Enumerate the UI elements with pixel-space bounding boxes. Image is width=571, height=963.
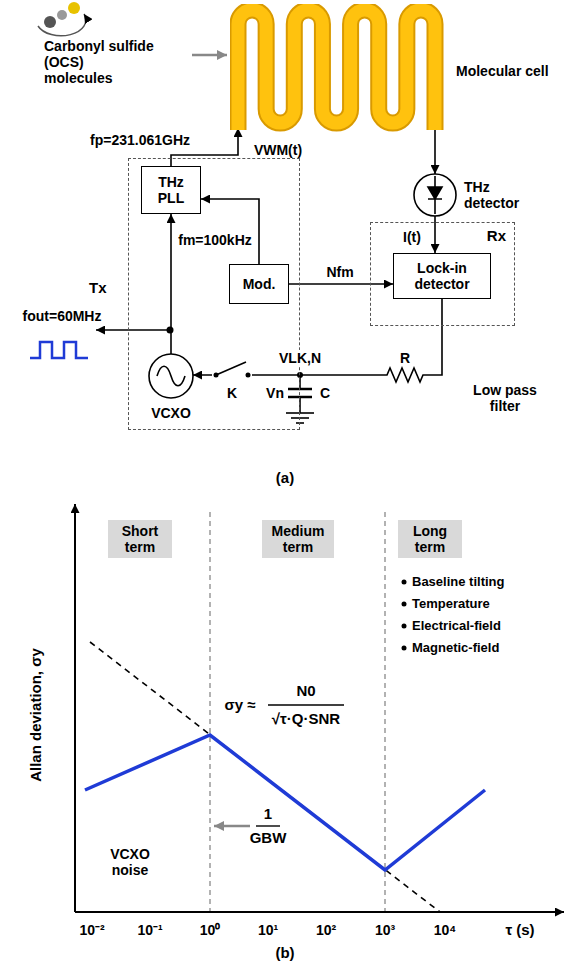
bullet-item: Magnetic-field <box>412 641 499 656</box>
thz-detector: THz detector <box>412 172 537 218</box>
resistor-gap <box>383 367 427 383</box>
tx-block: TxTHz PLLMod.VCXO <box>128 158 300 430</box>
lock-in-box: Lock-in detector <box>393 253 491 299</box>
region-band: Medium term <box>262 520 334 558</box>
serpentine-waveguide <box>230 4 450 138</box>
axis-title: Allan deviation, σy <box>27 648 44 782</box>
formula-text: σy ≈ <box>224 696 255 713</box>
bullet-dots <box>402 580 407 651</box>
node-label: Lock-in detector <box>397 260 487 292</box>
signal-arrow <box>434 126 436 174</box>
modulator-box: Mod. <box>229 264 289 304</box>
y-axis <box>74 504 76 912</box>
switch-contact <box>246 373 251 378</box>
molecule-caption: Carbonyl sulfide (OCS) molecules <box>44 38 156 86</box>
formula-text: GBW <box>250 829 287 846</box>
capacitor-symbol <box>286 372 314 423</box>
frequency-label: fout=60MHz <box>23 308 102 324</box>
molecular-cell: Molecular cell <box>230 4 566 138</box>
tick-label: 10⁻² <box>79 922 104 938</box>
tick-label: 10⁴ <box>434 922 457 938</box>
node-label: Mod. <box>243 276 276 292</box>
signal-name: VWM(t) <box>252 142 304 158</box>
block-label: Low pass filter <box>465 382 545 414</box>
signal-name: fm=100kHz <box>176 232 254 248</box>
node-label: VCXO <box>151 405 191 421</box>
oscillator-symbol <box>147 353 195 399</box>
resistor-symbol <box>383 368 427 382</box>
x-axis <box>75 911 564 913</box>
fraction-bar <box>256 825 280 826</box>
node-label: THz detector <box>464 179 534 211</box>
panel-label: (a) <box>276 469 294 486</box>
pll-box: THz PLL <box>141 166 201 214</box>
tick-label: 10² <box>316 922 336 938</box>
panel-label: (b) <box>275 944 294 961</box>
region-note: VCXO noise <box>100 846 160 878</box>
bandwidth-arrow <box>214 825 250 828</box>
node-label: Long term <box>402 523 458 555</box>
node-label: THz PLL <box>145 174 197 206</box>
signal-arrow <box>201 199 259 264</box>
node-label: Molecular cell <box>456 63 549 79</box>
rx-block: RxLock-in detector <box>370 222 515 326</box>
axis-title: τ (s) <box>505 921 534 938</box>
region-band: Short term <box>108 520 172 558</box>
switch-contact <box>214 373 219 378</box>
region-divider <box>209 512 211 912</box>
node-label: Medium term <box>266 523 330 555</box>
node-label: Rx <box>487 227 506 244</box>
output-wire <box>96 329 170 331</box>
square-wave <box>30 342 88 358</box>
signal-name: VLK,N <box>277 350 323 366</box>
diode-symbol <box>412 172 458 218</box>
region-band: Long term <box>398 520 462 558</box>
signal-name: I(t) <box>401 229 423 245</box>
region-divider <box>384 512 386 912</box>
signal-arrow <box>434 216 436 253</box>
formula-text: N0 <box>296 682 315 699</box>
tick-label: 10³ <box>375 922 395 938</box>
tick-label: 10⁻¹ <box>137 922 162 938</box>
switch-gap <box>212 369 252 381</box>
node-label: Short term <box>112 523 168 555</box>
allan-curve <box>85 735 485 870</box>
component-label: K <box>227 385 237 401</box>
component-label: C <box>320 385 330 401</box>
tick-label: 10¹ <box>258 922 278 938</box>
signal-name: Vn <box>266 385 284 401</box>
component-label: R <box>400 350 410 366</box>
formula-text: √τ·Q·SNR <box>272 710 340 727</box>
switch-symbol <box>216 362 246 375</box>
node-label: Tx <box>89 279 107 296</box>
bullet-item: Baseline tilting <box>412 575 504 590</box>
bullet-item: Electrical-field <box>412 619 501 634</box>
tick-label: 10⁰ <box>200 922 221 938</box>
vcxo-oscillator: VCXO <box>147 353 195 421</box>
fraction-bar <box>268 704 344 705</box>
signal-arrow <box>193 299 442 375</box>
signal-arrow <box>171 128 238 166</box>
molecule-icon <box>38 2 86 36</box>
signal-arrow <box>289 283 393 285</box>
signal-name: Nfm <box>324 264 355 280</box>
bullet-item: Temperature <box>412 597 490 612</box>
formula-text: 1 <box>264 805 272 822</box>
frequency-label: fp=231.061GHz <box>90 132 190 148</box>
pointer-arrow <box>192 54 227 57</box>
